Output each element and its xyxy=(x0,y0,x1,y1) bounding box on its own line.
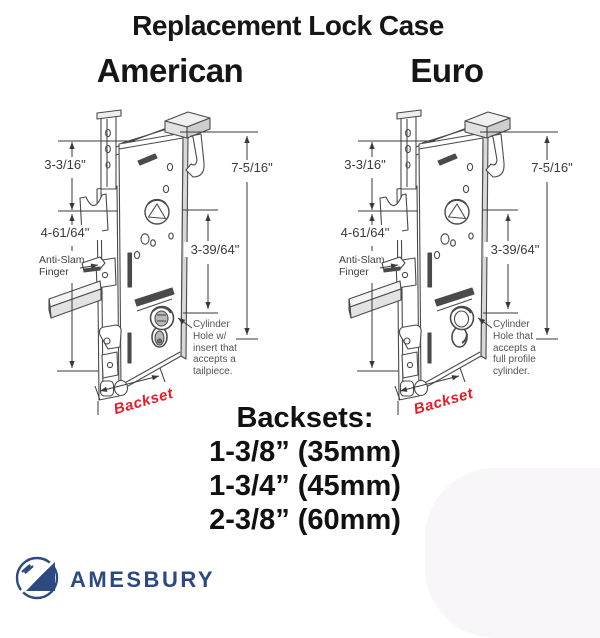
dimension-mid-right: 3-39/64" xyxy=(184,242,246,257)
dimension-lower-left: 4-61/64" xyxy=(328,225,402,240)
dimension-right: 7-5/16" xyxy=(523,160,581,175)
dimension-lower-left: 4-61/64" xyxy=(28,225,102,240)
backset-size-1: 1-3/8” (35mm) xyxy=(209,436,401,468)
dimension-upper-left: 3-3/16" xyxy=(32,157,98,172)
diagram-american: 3-3/16" 4-61/64" Anti-Slam Finger 7-5/16… xyxy=(20,103,320,448)
amesbury-logo-icon xyxy=(14,555,60,600)
dimension-mid-right: 3-39/64" xyxy=(484,242,546,257)
heading-euro: Euro xyxy=(410,52,484,89)
lock-case-drawing-euro xyxy=(348,109,558,415)
backsets-block: Backsets: 1-3/8” (35mm) 1-3/4” (45mm) 2-… xyxy=(105,401,505,537)
backset-size-3: 2-3/8” (60mm) xyxy=(209,504,401,536)
lock-case-drawing-american xyxy=(48,109,258,415)
diagram-euro: 3-3/16" 4-61/64" Anti-Slam Finger 7-5/16… xyxy=(320,103,600,448)
cylinder-hole-note: Cylinder Hole that accepts a full profil… xyxy=(493,319,536,378)
backsets-heading: Backsets: xyxy=(236,402,374,434)
backset-size-2: 1-3/4” (45mm) xyxy=(209,470,401,502)
page-title: Replacement Lock Case xyxy=(132,10,444,41)
cylinder-hole-note: Cylinder Hole w/ insert that accepts a t… xyxy=(193,319,237,378)
anti-slam-finger-label: Anti-Slam Finger xyxy=(339,254,385,279)
logo-text: AMESBURY xyxy=(70,567,216,592)
amesbury-logo: AMESBURY xyxy=(12,554,272,600)
anti-slam-finger-label: Anti-Slam Finger xyxy=(39,254,85,279)
dimension-upper-left: 3-3/16" xyxy=(332,157,398,172)
dimension-right: 7-5/16" xyxy=(223,160,281,175)
heading-american: American xyxy=(96,52,244,89)
